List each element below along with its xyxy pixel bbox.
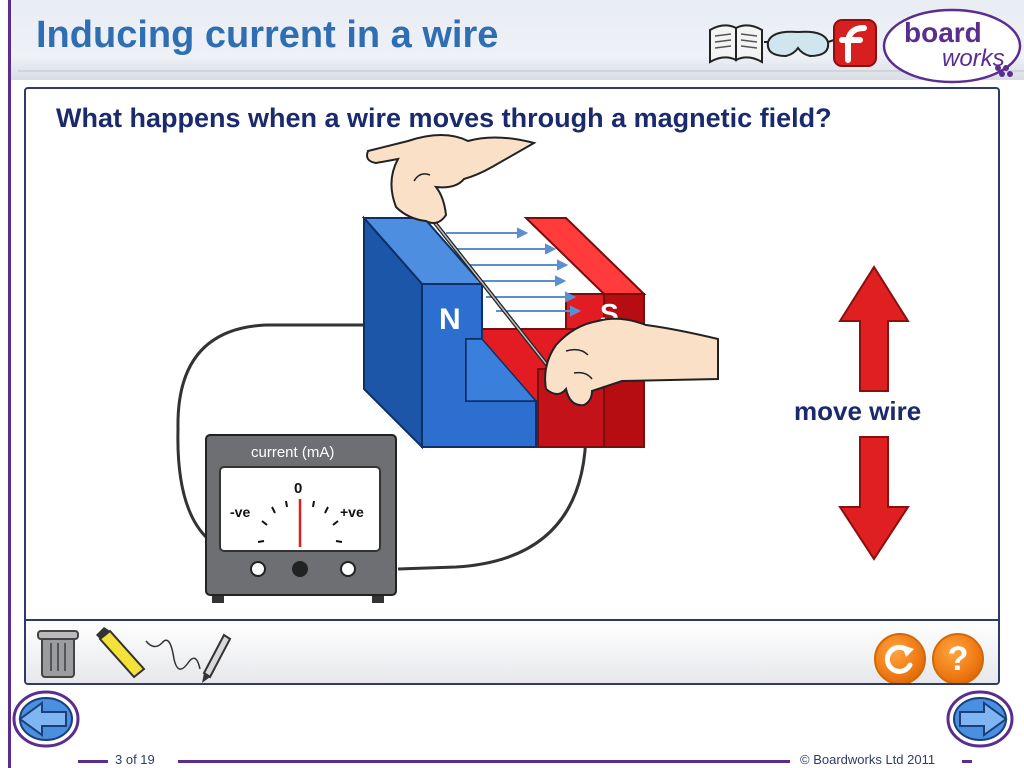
top-hand (366, 134, 537, 224)
footer-line-right (962, 760, 972, 763)
slide-title: Inducing current in a wire (36, 14, 499, 56)
left-wire (176, 323, 364, 541)
svg-text:works: works (942, 45, 1005, 72)
header-icons: board works (706, 8, 1024, 84)
move-wire-label: move wire (794, 396, 922, 426)
right-wire (397, 428, 588, 571)
induction-scene: S N (176, 134, 910, 603)
header-divider (18, 70, 1024, 72)
boardworks-logo: board works (882, 8, 1022, 84)
svg-text:board: board (904, 17, 982, 48)
pen-icon[interactable] (144, 621, 234, 685)
meter-scale-ticks (257, 500, 343, 543)
help-button[interactable]: ? (932, 633, 984, 683)
flash-icon[interactable] (833, 19, 877, 67)
field-lines (446, 227, 582, 317)
footer-line-left (78, 760, 108, 763)
highlighter-icon[interactable] (92, 621, 152, 685)
left-frame-line (8, 0, 11, 768)
terminal-right (340, 561, 356, 577)
help-icon: ? (947, 640, 969, 678)
question-text: What happens when a wire moves through a… (56, 103, 832, 133)
meter-title: current (mA) (251, 444, 334, 461)
toolbar: ? (26, 619, 998, 685)
content-panel: What happens when a wire moves through a… (24, 87, 1000, 685)
move-down-arrow[interactable] (838, 436, 910, 561)
trash-icon[interactable] (32, 621, 84, 685)
book-icon[interactable] (709, 24, 763, 64)
ammeter: current (mA) 0 -ve +ve (205, 434, 397, 603)
meter-positive-label: +ve (340, 504, 364, 520)
bottom-hand (544, 317, 719, 407)
north-label: N (439, 303, 461, 336)
previous-slide-button[interactable] (10, 688, 82, 750)
move-up-arrow[interactable] (838, 265, 910, 392)
arrow-right-icon (959, 701, 1008, 737)
restart-icon (884, 644, 914, 674)
next-slide-button[interactable] (944, 688, 1016, 750)
footer-line-middle (178, 760, 790, 763)
north-pole-magnet: N (361, 215, 538, 450)
copyright-text: © Boardworks Ltd 2011 (800, 752, 936, 767)
page-number: 3 of 19 (115, 752, 155, 767)
meter-zero-label: 0 (294, 480, 302, 497)
arrow-left-icon (18, 701, 67, 737)
terminal-left (250, 561, 266, 577)
terminal-middle (292, 561, 308, 577)
goggles-icon[interactable] (764, 30, 835, 58)
meter-negative-label: -ve (230, 504, 250, 520)
restart-button[interactable] (874, 633, 926, 683)
